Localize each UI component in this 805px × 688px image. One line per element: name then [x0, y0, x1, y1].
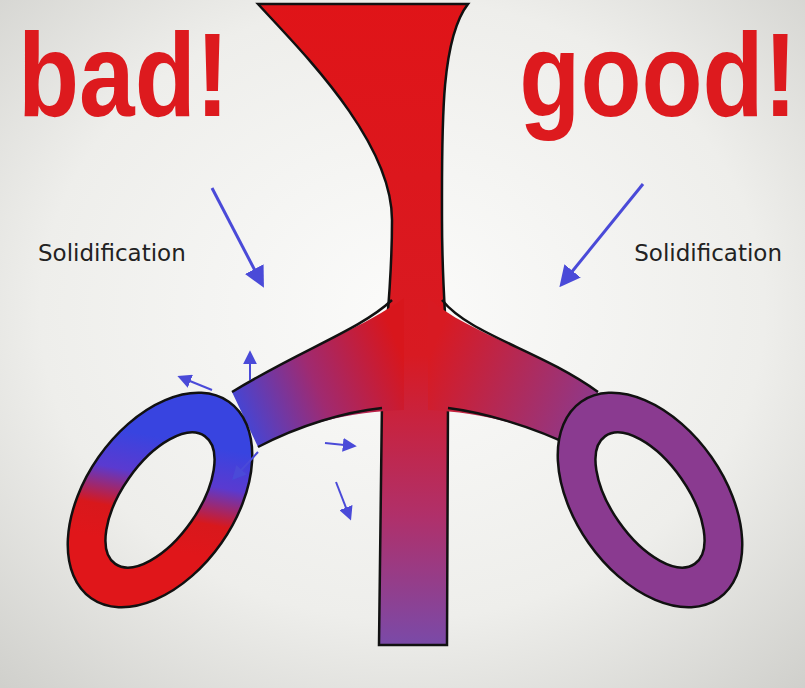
solidification-arrow — [212, 188, 262, 284]
left-runner-edge — [258, 408, 382, 447]
right-runner-edge — [442, 300, 598, 392]
solidification-arrow — [562, 184, 643, 284]
right-ring-casting — [520, 359, 781, 642]
process-label: Solidification — [634, 242, 782, 265]
left-runner-edge — [232, 300, 392, 392]
verdict-heading: good! — [519, 16, 797, 134]
left-ring-casting — [30, 359, 291, 642]
right-runner-edge — [448, 408, 576, 448]
shrinkage-arrows — [180, 353, 354, 518]
verdict-heading: bad! — [18, 16, 229, 134]
process-label: Solidification — [38, 242, 186, 265]
left-runner — [232, 298, 404, 447]
